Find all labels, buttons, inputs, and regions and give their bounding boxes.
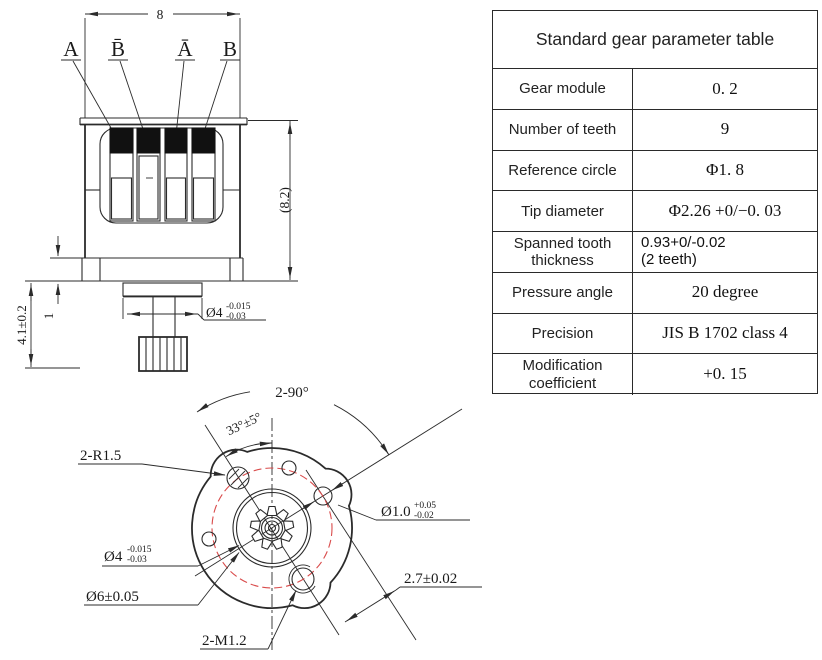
row-value: 9 [633,110,817,150]
row-label: Reference circle [493,150,633,191]
row-value: 0.93+0/-0.02 (2 teeth) [633,232,817,272]
hole-dia-tol-upper: +0.05 [414,501,436,511]
boss-dia-tol-lower: -0.03 [127,555,147,565]
value-text: 0.93+0/-0.02 [641,234,726,252]
hole-axis-steep [204,424,340,636]
pilot-circle-inner [235,491,309,565]
magnet-slots [109,127,216,222]
row-label: Pressure angle [493,272,633,313]
table-row: Spanned tooth thickness 0.93+0/-0.02 (2 … [493,232,817,273]
row-value: 20 degree [633,273,817,313]
value-text: Φ2.26 +0/−0. 03 [668,200,782,220]
side-view: 8 A B̄ Ā B [14,7,298,372]
table-row: Tip diameter Φ2.26 +0/−0. 03 [493,191,817,232]
small-hole-left [201,531,217,547]
row-value: Φ2.26 +0/−0. 03 [633,191,817,231]
boss-dia-label: Ø4 [104,549,123,565]
thread-label-group: 2-M1.2 [200,590,297,650]
row-label: Number of teeth [493,109,633,150]
row-label: Modification coefficient [493,354,633,395]
shaft-dia-tol-lower: -0.03 [226,312,246,322]
value-text: 9 [720,119,730,139]
dim-angle-label: 33°±5° [224,409,264,438]
thread-label: 2-M1.2 [202,633,247,649]
row-label: Tip diameter [493,191,633,231]
table-row: Number of teeth 9 [493,109,817,151]
pilot-label-group: Ø6±0.05 [84,552,240,606]
dim-width-label: 8 [157,7,164,22]
fillet-hole [226,466,250,490]
center-distance-dimension: 2.7±0.02 [344,571,482,623]
row-value: JIS B 1702 class 4 [633,314,817,354]
value-text: 0. 2 [712,78,738,98]
small-hole-top [281,460,297,476]
boss-dia-tol-upper: -0.015 [127,545,152,555]
terminal-abar-label: Ā [177,37,193,61]
pilot-dia-label: Ø6±0.05 [86,589,139,605]
bottom-view: 2-90° 33°±5° 2-R1.5 Ø1.0 +0.05 -0.02 [78,385,482,650]
terminal-b-label: B [223,37,237,61]
thread-hole [288,564,316,594]
shaft-length-dimension: 4.1±0.2 [14,283,80,369]
cap-dimension: 1 [41,236,85,319]
pinion-gear [249,505,295,550]
shaft-dia-tol-upper: -0.015 [226,302,251,312]
row-value: 0. 2 [633,69,817,109]
dim-two-90-label: 2-90° [275,385,309,401]
offset-axis-line [305,469,417,641]
terminal-a-label: A [63,37,79,61]
angle-90-dimension: 2-90° [196,385,390,456]
table-row: Precision JIS B 1702 class 4 [493,313,817,355]
row-value: Φ1. 8 [633,151,817,191]
value-text-line2: (2 teeth) [641,250,697,268]
height-dimension: (8.2) [248,120,298,280]
hole-axis-cross [194,408,463,577]
row-value: +0. 15 [633,354,817,395]
boss-dimension-side: Ø4 -0.015 -0.03 [122,298,266,322]
pilot-circle-outer [232,488,312,568]
motor-body-outline [25,117,298,372]
gear-parameter-table: Standard gear parameter table Gear modul… [492,10,818,395]
dim-height-label: (8.2) [277,187,292,213]
value-text: Φ1. 8 [706,160,744,180]
dim-center-distance-label: 2.7±0.02 [404,571,457,587]
hole-dia-label: Ø1.0 [381,504,411,520]
table-row: Gear module 0. 2 [493,69,817,110]
table-row: Modification coefficient +0. 15 [493,354,817,395]
fillet-label-group: 2-R1.5 [78,448,226,476]
dim-shaft-length-label: 4.1±0.2 [14,305,29,345]
row-label: Precision [493,313,633,354]
row-label: Gear module [493,69,633,109]
dim-cap-label: 1 [41,313,56,320]
value-text: JIS B 1702 class 4 [662,323,788,343]
boss-label-group: Ø4 -0.015 -0.03 [102,545,240,567]
table-title: Standard gear parameter table [493,11,817,69]
table-row: Reference circle Φ1. 8 [493,150,817,192]
fillet-label: 2-R1.5 [80,448,121,464]
width-dimension: 8 [84,7,241,118]
shaft-dia-label: Ø4 [206,305,223,320]
idler-hole-dimension: Ø1.0 +0.05 -0.02 [302,482,470,521]
idler-hole [313,486,333,506]
row-label: Spanned tooth thickness [493,232,633,272]
hole-dia-tol-lower: -0.02 [414,511,434,521]
value-text: +0. 15 [703,364,747,384]
terminal-bbar-label: B̄ [111,37,125,61]
terminal-labels: A B̄ Ā B [61,37,240,136]
value-text: 20 degree [691,282,759,302]
bolt-circle-red [211,467,333,589]
table-row: Pressure angle 20 degree [493,272,817,314]
housing-outline [191,447,353,610]
